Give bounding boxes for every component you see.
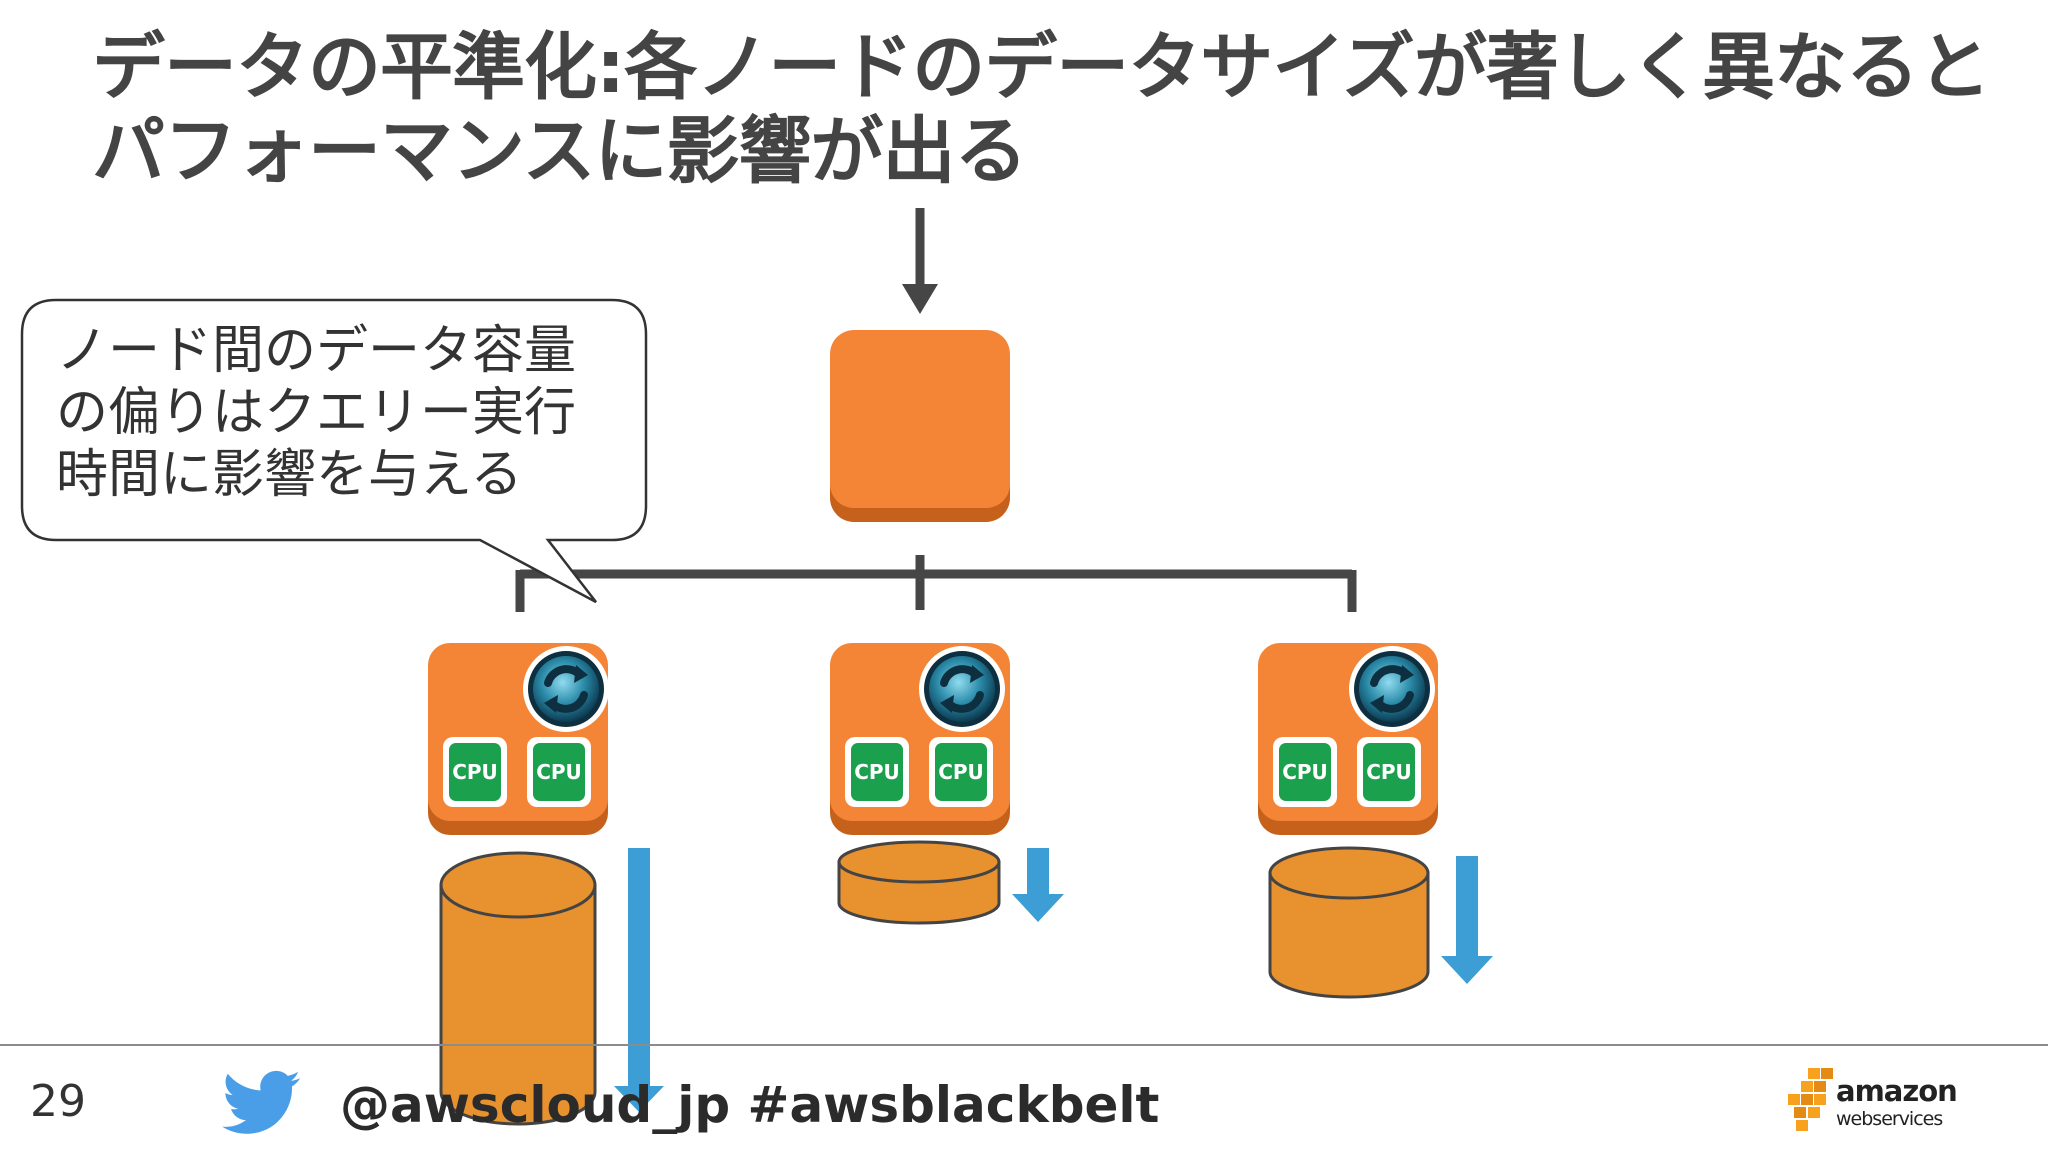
cpu-label: CPU [1282, 760, 1328, 784]
social-handle: @awscloud_jp #awsblackbelt [340, 1076, 1160, 1134]
page-number: 29 [30, 1076, 86, 1127]
time-arrow-short [1012, 848, 1064, 922]
cpu-label: CPU [452, 760, 498, 784]
callout-bubble [20, 298, 648, 604]
sync-icon [1349, 646, 1435, 732]
storage-cylinder-small [837, 840, 1001, 925]
aws-logo: amazon webservices [1786, 1068, 1958, 1132]
cpu-chip: CPU [527, 737, 591, 807]
cpu-chip: CPU [1357, 737, 1421, 807]
cpu-label: CPU [938, 760, 984, 784]
aws-logo-word-sub: webservices [1836, 1108, 1943, 1130]
cpu-label: CPU [1366, 760, 1412, 784]
sync-icon [523, 646, 609, 732]
slide-title: データの平準化:各ノードのデータサイズが著しく異なるとパフォーマンスに影響が出る [92, 25, 1991, 194]
time-arrow-medium [1441, 856, 1493, 984]
cpu-chip: CPU [929, 737, 993, 807]
cpu-chip: CPU [845, 737, 909, 807]
node-connectors [515, 555, 1357, 612]
leader-node [830, 330, 1010, 522]
cpu-label: CPU [536, 760, 582, 784]
aws-logo-cubes [1788, 1068, 1833, 1131]
callout-text: ノード間のデータ容量の偏りはクエリー実行時間に影響を与える [56, 321, 577, 505]
aws-logo-word-main: amazon [1836, 1074, 1958, 1108]
storage-cylinder-large [439, 851, 597, 1126]
storage-cylinder-medium [1268, 846, 1430, 999]
title-down-arrow [902, 208, 938, 314]
time-arrow-long [614, 848, 664, 1112]
compute-node-1: CPU CPU [428, 643, 609, 835]
twitter-bird-icon [222, 1070, 301, 1134]
footer-divider [0, 1044, 2048, 1046]
compute-node-2: CPU CPU [830, 643, 1010, 835]
compute-node-3: CPU CPU [1258, 643, 1438, 835]
cpu-chip: CPU [1273, 737, 1337, 807]
sync-icon [919, 646, 1005, 732]
cpu-chip: CPU [443, 737, 507, 807]
cpu-label: CPU [854, 760, 900, 784]
